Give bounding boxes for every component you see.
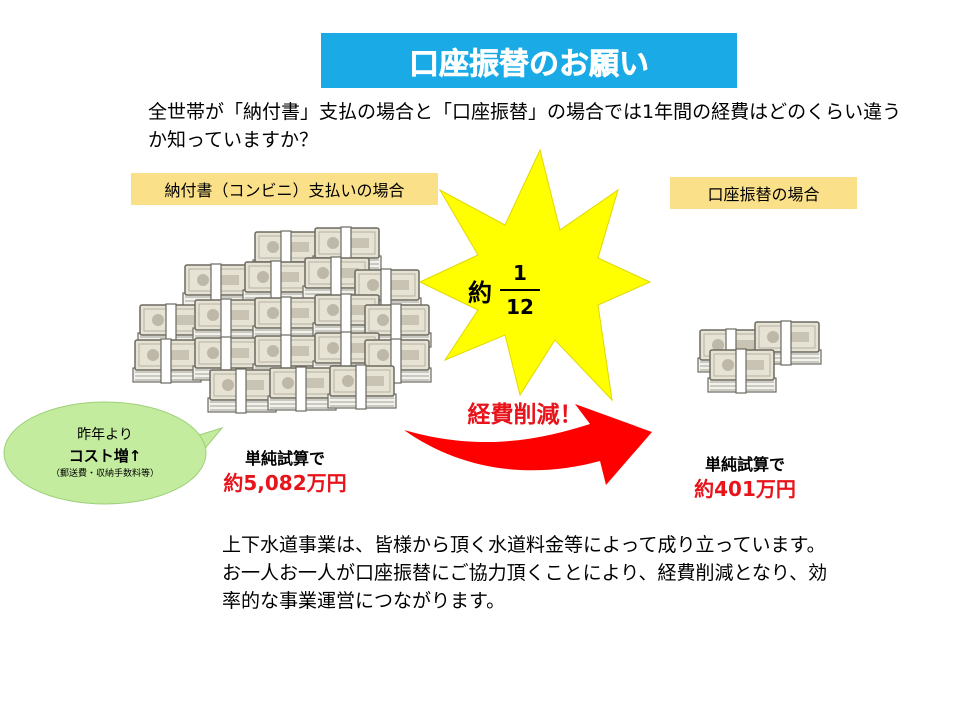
bubble-line2: コスト増↑ — [68, 447, 142, 465]
body-text: 上下水道事業は、皆様から頂く水道料金等によって成り立っています。お一人お一人が口… — [222, 534, 828, 612]
fraction-prefix: 約 — [468, 278, 492, 307]
money-stack-large-icon — [133, 227, 431, 413]
fraction-denominator: 12 — [506, 295, 534, 319]
fraction: 約 1 12 — [468, 255, 568, 325]
reduction-text: 経費削減！ — [467, 402, 583, 428]
right-label-text: 口座振替の場合 — [707, 185, 820, 204]
right-calc-amount: 約401万円 — [694, 477, 796, 501]
starburst-icon — [418, 148, 652, 402]
fraction-numerator: 1 — [513, 261, 527, 285]
right-calc: 単純試算で 約401万円 — [665, 452, 825, 502]
fraction-value: 1 12 — [500, 261, 540, 319]
bubble-text: 昨年より コスト増↑ （郵送費・収納手数料等） — [4, 402, 206, 504]
speech-bubble-icon — [3, 401, 224, 505]
page-title: 口座振替のお願い — [409, 46, 650, 82]
right-calc-line1: 単純試算で — [704, 455, 785, 474]
left-label-text: 納付書（コンビニ）支払いの場合 — [164, 181, 405, 200]
intro-text: 全世帯が「納付書」支払の場合と「口座振替」の場合では1年間の経費はどのくらい違う… — [148, 101, 902, 151]
money-stack-small-icon — [698, 321, 821, 393]
left-label: 納付書（コンビニ）支払いの場合 — [131, 173, 438, 205]
left-calc-amount: 約5,082万円 — [223, 471, 347, 495]
left-calc: 単純試算で 約5,082万円 — [200, 446, 370, 496]
bubble-line1: 昨年より — [77, 427, 133, 443]
left-calc-line1: 単純試算で — [244, 449, 325, 468]
right-label: 口座振替の場合 — [670, 177, 857, 209]
bubble-line3: （郵送費・収納手数料等） — [50, 469, 159, 479]
red-arrow-icon — [404, 404, 652, 485]
title-banner: 口座振替のお願い — [321, 33, 737, 88]
fraction-bar — [500, 289, 540, 291]
